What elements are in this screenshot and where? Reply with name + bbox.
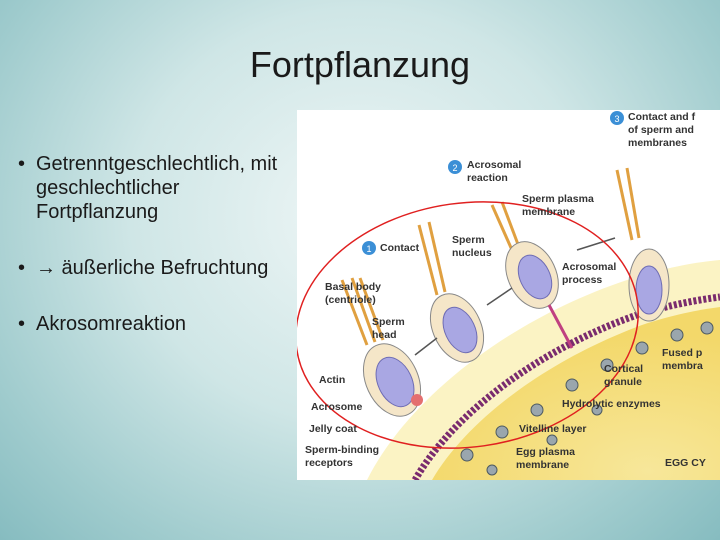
cortical-granules [460,321,714,476]
svg-text:Cortical: Cortical [604,363,643,375]
sperm-approach [417,221,485,363]
svg-text:membrane: membrane [522,206,575,218]
bullet-dot-icon: • [18,257,26,279]
svg-text:Fused p: Fused p [662,347,702,359]
highlight-ellipse [297,201,639,449]
svg-text:Hydrolytic enzymes: Hydrolytic enzymes [562,398,661,410]
svg-text:2: 2 [452,163,457,173]
vitelline-layer [411,293,720,480]
svg-text:nucleus: nucleus [452,247,492,259]
svg-text:Jelly coat: Jelly coat [309,423,357,435]
svg-text:Basal body: Basal body [325,281,381,293]
fertilization-diagram: 1 2 3 Contact Acrosomal reaction Contact… [297,110,720,480]
svg-text:of sperm and: of sperm and [628,124,694,136]
svg-text:granule: granule [604,376,642,388]
sperm-contact [340,277,423,417]
svg-text:Sperm: Sperm [372,316,405,328]
step-badges: 1 2 3 [362,111,624,255]
svg-text:Vitelline layer: Vitelline layer [519,423,587,435]
svg-text:membrane: membrane [516,459,569,471]
svg-text:Acrosomal: Acrosomal [562,261,616,273]
slide-title: Fortpflanzung [249,44,471,85]
sperm-fusion [615,167,670,322]
svg-text:process: process [562,274,602,286]
svg-text:EGG CY: EGG CY [665,457,706,469]
svg-text:Sperm plasma: Sperm plasma [522,193,594,205]
svg-text:Contact and f: Contact and f [628,111,696,123]
svg-text:reaction: reaction [467,172,508,184]
svg-text:Sperm-binding: Sperm-binding [305,444,379,456]
bullet-item: •Getrenntgeschlechtlich, mit geschlechtl… [18,153,278,223]
svg-text:Sperm: Sperm [452,234,485,246]
svg-text:Actin: Actin [319,374,345,386]
svg-text:Egg plasma: Egg plasma [516,446,575,458]
bullet-dot-icon: • [18,313,26,335]
svg-text:(centriole): (centriole) [325,294,376,306]
svg-text:membra: membra [662,360,703,372]
svg-text:3: 3 [614,114,619,124]
bullet-item: •→ äußerliche Befruchtung [18,257,269,279]
svg-text:receptors: receptors [305,457,353,469]
bullet-list: •Getrenntgeschlechtlich, mit geschlechtl… [18,152,298,368]
bullet-dot-icon: • [18,153,26,175]
bullet-item: •Akrosomreaktion [18,313,187,335]
svg-text:1: 1 [366,244,371,254]
svg-text:Acrosomal: Acrosomal [467,159,521,171]
progress-arrows [414,237,616,356]
label-contact: Contact [380,242,420,254]
svg-text:head: head [372,329,397,341]
sperm-acrosomal-reaction [490,201,574,349]
svg-text:Acrosome: Acrosome [311,401,363,413]
svg-text:membranes: membranes [628,137,687,149]
diagram-svg: 1 2 3 Contact Acrosomal reaction Contact… [297,111,720,480]
